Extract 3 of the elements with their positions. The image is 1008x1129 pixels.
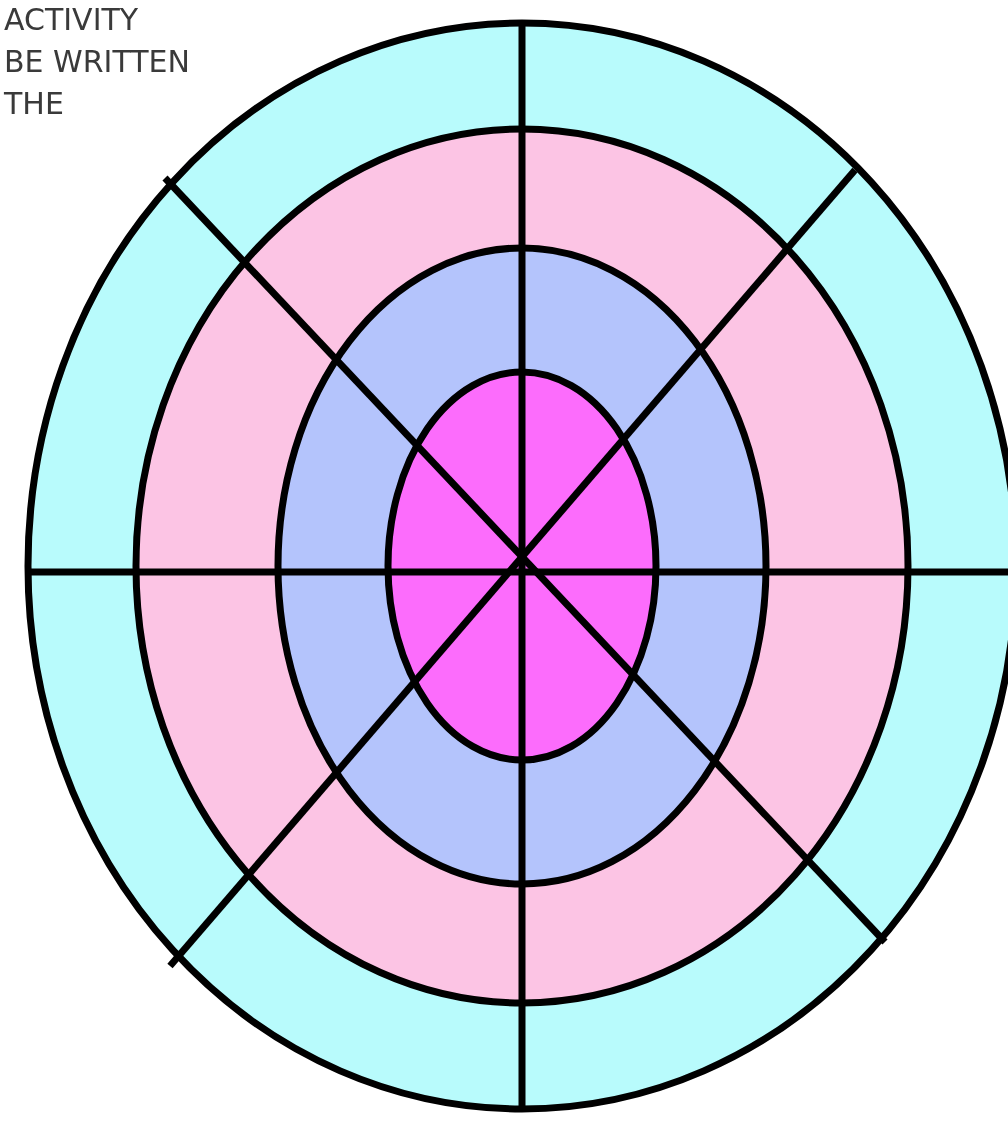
instruction-text: THE xyxy=(4,86,64,122)
instruction-text: BE WRITTEN xyxy=(4,44,190,80)
instruction-text: ACTIVITY xyxy=(4,2,139,38)
